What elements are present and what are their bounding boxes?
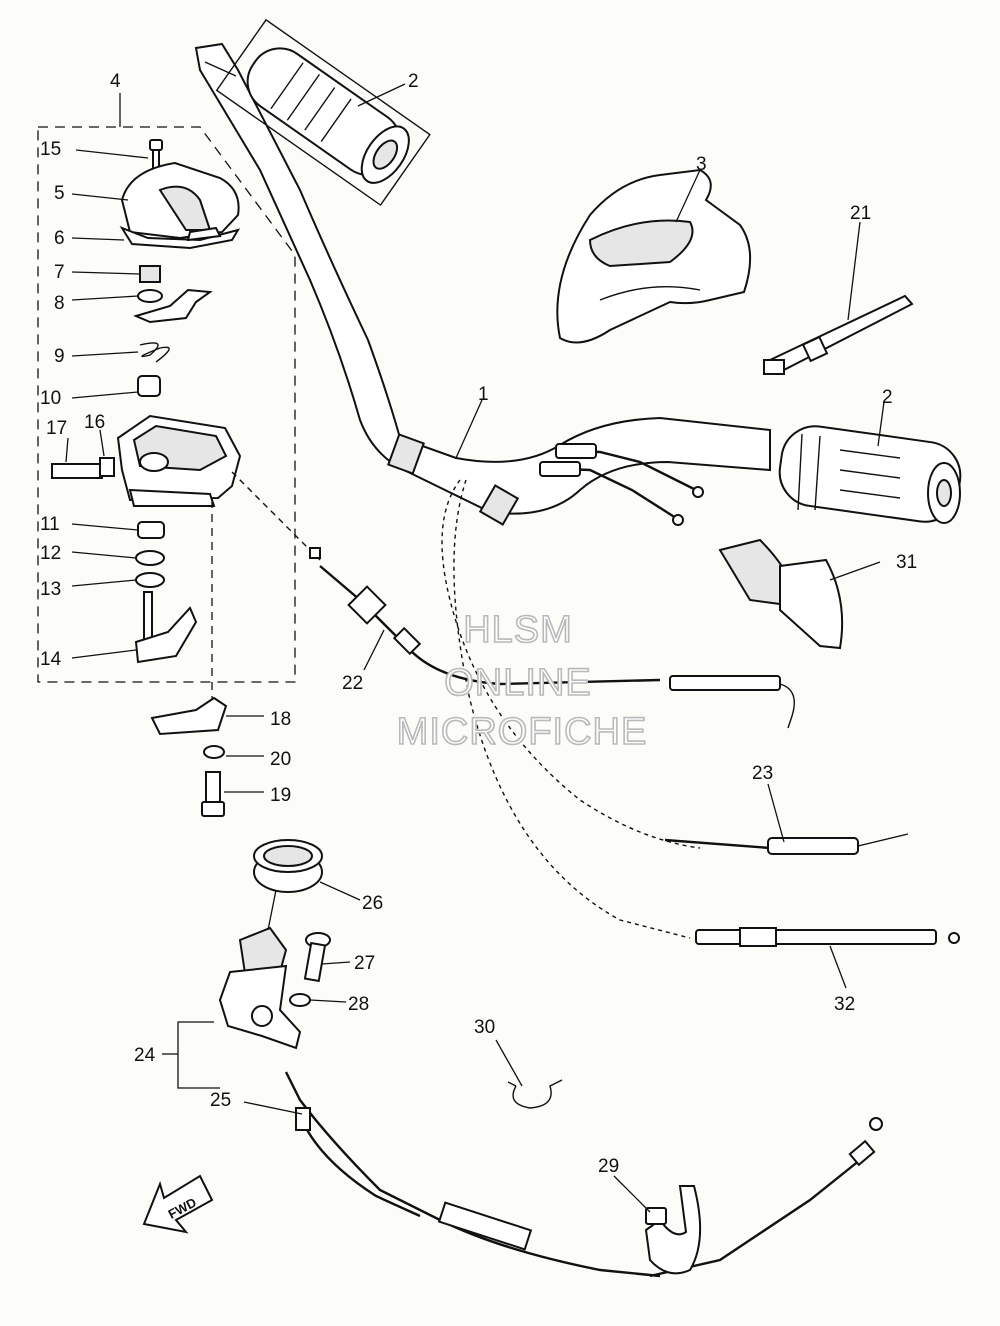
callout-32: 32 (834, 994, 855, 1015)
callout-11: 11 (40, 514, 60, 535)
left-grip (215, 18, 431, 207)
callout-30: 30 (474, 1017, 495, 1038)
watermark-line-1: HLSM (463, 609, 573, 651)
washer-12 (135, 550, 165, 566)
brake-cables (539, 443, 704, 526)
callout-12: 12 (40, 543, 61, 564)
callout-23: 23 (752, 763, 773, 784)
callout-26: 26 (362, 893, 383, 914)
switch-lower-housing (116, 414, 242, 507)
callout-15: 15 (40, 139, 61, 160)
switch-upper-cover (119, 161, 241, 250)
spring-9 (139, 342, 170, 363)
callout-18: 18 (270, 709, 291, 730)
callout-19: 19 (270, 785, 291, 806)
cable-25 (284, 1071, 883, 1278)
nut-7 (139, 265, 161, 283)
cable-23 (441, 479, 909, 855)
lever-plate-8 (133, 288, 213, 324)
callout-24: 24 (134, 1045, 156, 1066)
callout-9: 9 (54, 346, 65, 367)
cable-32 (453, 479, 960, 947)
throttle-lever-14 (134, 591, 198, 664)
washer-28 (289, 993, 311, 1007)
callout-8: 8 (54, 293, 65, 314)
cable-tie (763, 294, 914, 375)
callout-5: 5 (54, 183, 65, 204)
callout-20: 20 (270, 749, 291, 770)
handlebar-knurl-band (387, 433, 520, 526)
switch-assembly-boundary (37, 126, 296, 683)
callout-16: 16 (84, 412, 105, 433)
right-grip (778, 425, 962, 524)
screw-17 (51, 457, 115, 479)
callout-10: 10 (40, 388, 61, 409)
callout-21: 21 (850, 203, 871, 224)
bracket-18 (150, 696, 228, 736)
bolt-19 (201, 771, 225, 817)
callout-29: 29 (598, 1156, 619, 1177)
throttle-cable-22 (231, 471, 795, 729)
callout-31: 31 (896, 552, 917, 573)
callout-1: 1 (478, 384, 489, 405)
bushing-11 (137, 521, 165, 539)
handlebar-pad (556, 168, 752, 344)
callout-22: 22 (342, 673, 363, 694)
callout-3: 3 (696, 154, 707, 175)
callout-25: 25 (210, 1090, 231, 1111)
watermark-line-3: MICROFICHE (397, 711, 648, 753)
screw-27 (303, 932, 331, 983)
callout-labels: 4 2 3 21 2 1 15 5 6 7 8 9 10 17 16 11 12… (40, 71, 917, 1177)
callout-2-left-grip: 2 (408, 71, 419, 92)
watermark: HLSM ONLINE MICROFICHE (396, 608, 648, 754)
callout-14: 14 (40, 649, 62, 670)
watermark-line-2: ONLINE (444, 662, 591, 704)
callout-28: 28 (348, 994, 369, 1015)
callout-27: 27 (354, 953, 375, 974)
collar-10 (137, 375, 161, 397)
callout-13: 13 (40, 579, 61, 600)
ring-26 (253, 839, 323, 893)
callout-6: 6 (54, 228, 65, 249)
callout-17: 17 (46, 418, 67, 439)
handlebar (194, 42, 771, 526)
callout-7: 7 (54, 262, 65, 283)
callout-2-right-grip: 2 (882, 387, 893, 408)
leader-lines (65, 83, 885, 1213)
band-29 (644, 1185, 702, 1275)
lever-assembly-24 (218, 926, 302, 1050)
washer-13 (135, 572, 165, 588)
boot-31 (718, 538, 844, 650)
washer-20 (203, 745, 225, 759)
callout-4: 4 (110, 71, 121, 92)
clip-30 (507, 1079, 563, 1109)
fwd-arrow: FWD (142, 1174, 214, 1234)
